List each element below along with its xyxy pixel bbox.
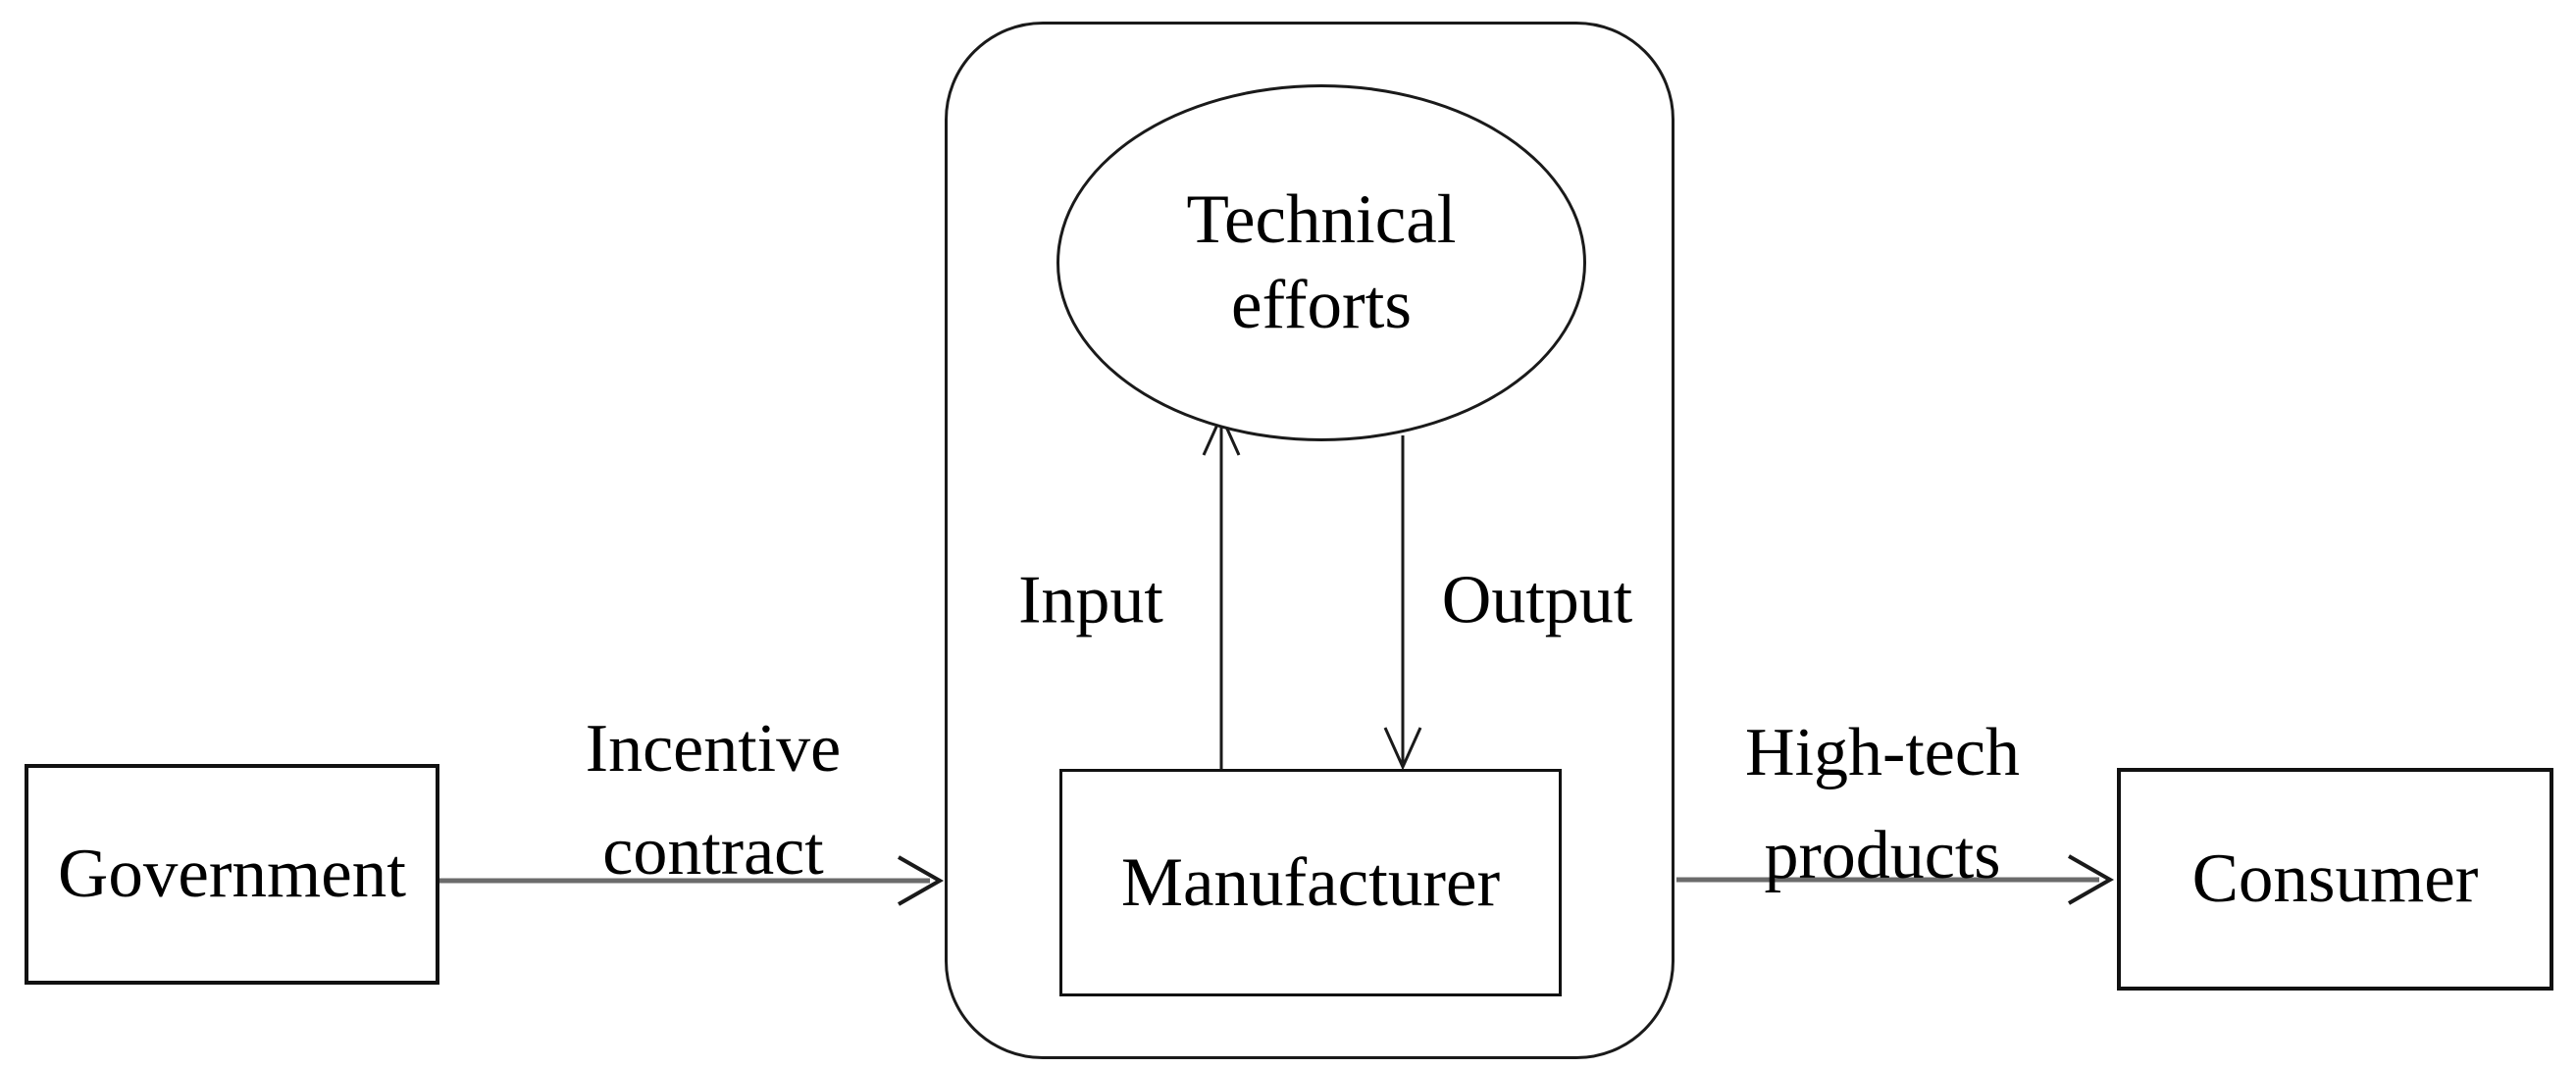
consumer-node: Consumer (2117, 768, 2553, 991)
high-tech-products-arrowhead-icon (2068, 854, 2115, 905)
consumer-label: Consumer (2191, 840, 2479, 918)
incentive-contract-edge-label: Incentive contract (586, 697, 841, 903)
manufacturer-label: Manufacturer (1120, 843, 1501, 921)
government-label: Government (58, 836, 406, 913)
high-tech-products-label-line1: High-tech (1745, 715, 2020, 790)
manufacturer-node: Manufacturer (1059, 769, 1562, 996)
incentive-contract-label-line2: contract (602, 814, 824, 890)
manufacturing-system-container (945, 22, 1674, 1059)
government-node: Government (25, 764, 439, 985)
technical-efforts-label-line1: Technical (1186, 181, 1457, 259)
output-arrowhead-icon (1383, 727, 1422, 771)
high-tech-products-edge-label: High-tech products (1745, 701, 2020, 907)
output-edge-label: Output (1441, 562, 1633, 638)
incentive-contract-label-line1: Incentive (585, 711, 842, 787)
input-edge-label: Input (1018, 562, 1163, 638)
incentive-contract-arrowhead-icon (898, 855, 945, 906)
high-tech-products-label-line2: products (1764, 818, 2001, 893)
technical-efforts-label-line2: efforts (1230, 267, 1413, 343)
technical-efforts-node: Technical efforts (1056, 84, 1586, 441)
